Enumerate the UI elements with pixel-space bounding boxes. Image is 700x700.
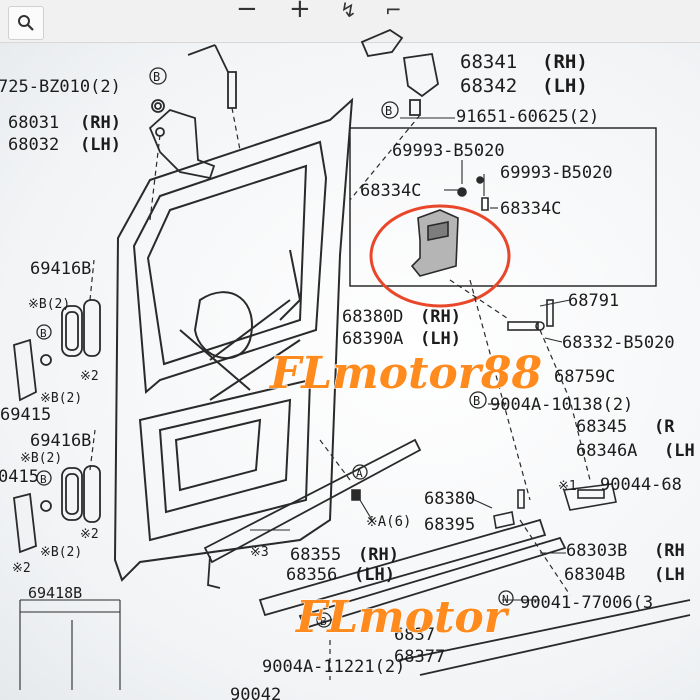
label-68346a-lh: (LH: [664, 441, 695, 461]
svg-text:A: A: [356, 467, 363, 480]
label-68334c-b: 68334C: [500, 199, 561, 219]
label-68346a: 68346A: [576, 441, 637, 461]
ref-marker-b3: B: [469, 391, 487, 409]
label-68341: 68341: [460, 51, 517, 73]
label-x2-b: ※2: [80, 527, 99, 542]
label-68380d-rh: (RH): [420, 307, 461, 327]
label-b2-b: ※B(2): [40, 391, 82, 406]
label-69418b: 69418B: [28, 584, 82, 602]
label-b2-c: ※B(2): [20, 451, 62, 466]
detail-inset-box: [349, 127, 657, 287]
label-68791: 68791: [568, 291, 619, 311]
search-button[interactable]: [8, 6, 44, 40]
highlight-circle: [369, 204, 511, 308]
ref-marker-n: N: [498, 590, 514, 606]
tool-icon[interactable]: ↯: [340, 0, 357, 22]
minimize-icon[interactable]: −: [236, 0, 258, 24]
ref-marker-a: A: [352, 464, 368, 480]
label-68356: 68356: [286, 565, 337, 585]
svg-text:B: B: [40, 327, 47, 340]
label-68380d: 68380D: [342, 307, 403, 327]
viewer-toolbar: − + ↯ ⌐: [0, 0, 700, 43]
solid-leaders: [19, 117, 571, 690]
leader-lines: [89, 107, 591, 680]
label-90044: 90044-68: [600, 475, 682, 495]
label-68355: 68355: [290, 545, 341, 565]
label-69416b-a: 69416B: [30, 259, 91, 279]
upper-hinge-right: [360, 28, 439, 116]
door-rails: [203, 438, 691, 676]
label-68355-rh: (RH): [358, 545, 399, 565]
label-68032: 68032: [8, 135, 59, 155]
door-handles: [13, 299, 101, 554]
label-68345-rh: (R: [654, 417, 675, 437]
label-90041: 90041-77006(3: [520, 593, 653, 613]
label-6837: 6837: [394, 625, 435, 645]
label-68759c: 68759C: [554, 367, 615, 387]
label-9004a-11221: 9004A-11221(2): [262, 657, 405, 677]
label-68345: 68345: [576, 417, 627, 437]
ref-marker-b1: B: [149, 67, 167, 85]
label-68304b: 68304B: [564, 565, 625, 585]
label-x2-c: ※2: [12, 561, 31, 576]
label-68334c-a: 68334C: [360, 181, 421, 201]
label-68303b: 68303B: [566, 541, 627, 561]
label-68303b-rh: (RH: [654, 541, 685, 561]
svg-text:N: N: [502, 593, 509, 606]
label-68332: 68332-B5020: [562, 333, 675, 353]
label-a6: ※A(6): [366, 514, 411, 530]
label-x1: ※1: [558, 479, 577, 494]
svg-text:B: B: [320, 615, 327, 628]
label-68342: 68342: [460, 75, 517, 97]
label-68031-rh: (RH): [80, 113, 121, 133]
label-68031: 68031: [8, 113, 59, 133]
label-68395: 68395: [424, 515, 475, 535]
watermark-flmotor88: FLmotor88: [268, 348, 542, 399]
label-68390a: 68390A: [342, 329, 403, 349]
crop-icon[interactable]: ⌐: [385, 0, 402, 22]
ref-marker-b5: B: [36, 470, 52, 486]
label-68341-rh: (RH): [542, 51, 588, 73]
right-small-parts: [351, 299, 617, 529]
upper-hinge-left: [148, 44, 237, 180]
svg-text:B: B: [473, 394, 480, 408]
add-icon[interactable]: +: [289, 0, 311, 24]
label-b2-d: ※B(2): [40, 545, 82, 560]
center-hinge-part: [410, 176, 489, 277]
label-68304b-lh: (LH: [654, 565, 685, 585]
label-0415: 0415: [0, 467, 39, 487]
label-68377: 68377: [394, 647, 445, 667]
label-68342-lh: (LH): [542, 75, 588, 97]
label-68032-lh: (LH): [80, 135, 121, 155]
label-9004a-10138: 9004A-10138(2): [490, 395, 633, 415]
label-68356-lh: (LH): [354, 565, 395, 585]
label-b2-a: ※B(2): [28, 297, 70, 312]
label-68390a-lh: (LH): [420, 329, 461, 349]
label-725-bz010: 725-BZ010(2): [0, 77, 121, 97]
label-69416b-b: 69416B: [30, 431, 91, 451]
label-69415: 69415: [0, 405, 51, 425]
label-x2-a: ※2: [80, 369, 99, 384]
label-69993-a: 69993-B5020: [392, 141, 505, 161]
watermark-flmotor: FLmotor: [294, 592, 510, 643]
label-91651: 91651-60625(2): [456, 107, 599, 127]
svg-text:B: B: [153, 70, 160, 84]
door-frame: [113, 97, 354, 582]
svg-text:B: B: [40, 473, 47, 486]
label-68380: 68380: [424, 489, 475, 509]
label-x3: ※3: [250, 545, 269, 560]
svg-text:B: B: [385, 104, 392, 118]
search-icon: [18, 15, 34, 31]
ref-marker-b2: B: [381, 101, 399, 119]
ref-marker-b4: B: [36, 324, 52, 340]
ref-marker-b6: B: [316, 612, 332, 628]
label-69993-b: 69993-B5020: [500, 163, 613, 183]
label-90042: 90042: [230, 685, 281, 700]
